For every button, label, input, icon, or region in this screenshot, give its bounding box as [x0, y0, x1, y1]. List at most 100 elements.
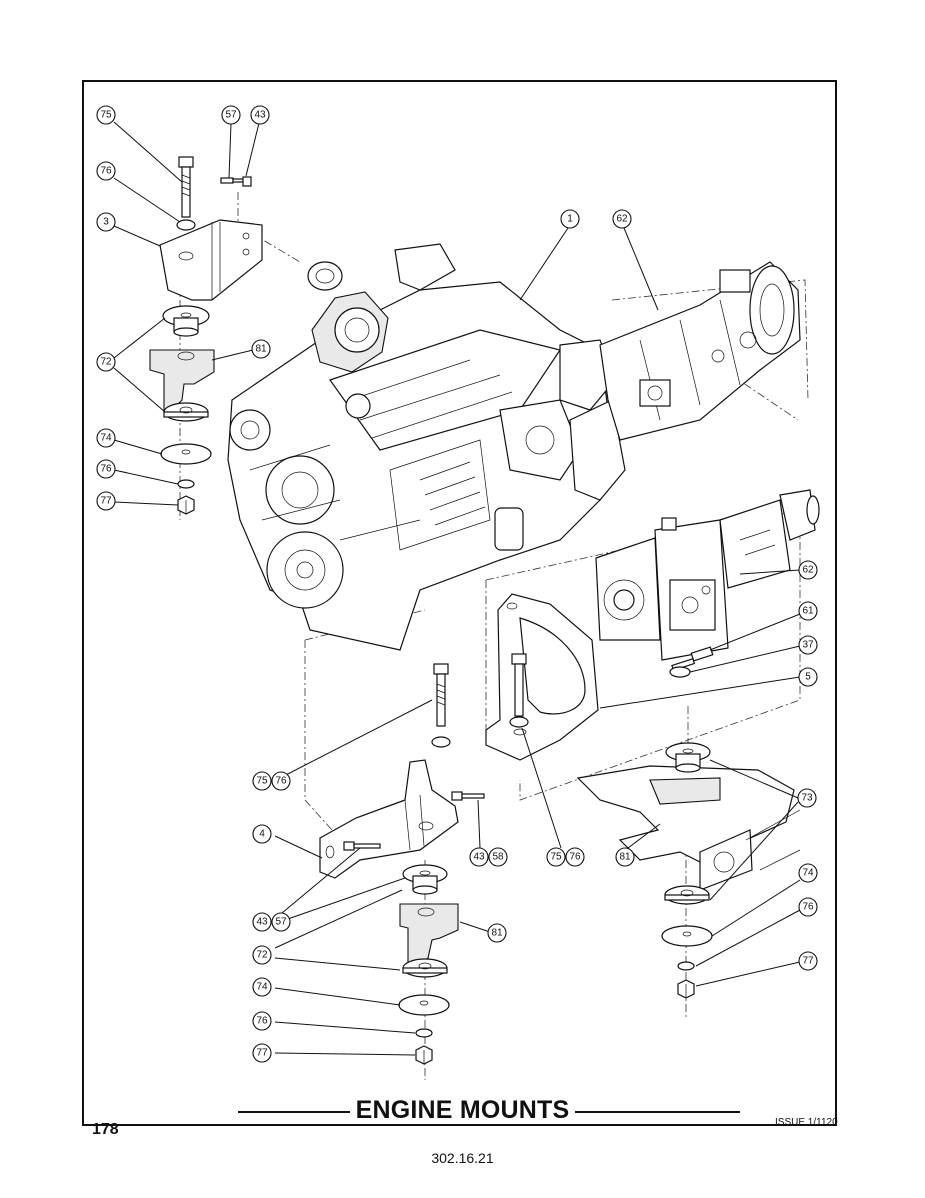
mount-bolt [433, 663, 449, 727]
bracket-bolt [343, 791, 485, 851]
svg-text:72: 72 [256, 950, 268, 961]
callout-1: 1 [560, 209, 580, 229]
svg-text:77: 77 [802, 956, 814, 967]
svg-text:76: 76 [100, 166, 112, 177]
leader-lines [113, 121, 801, 1056]
svg-text:77: 77 [100, 496, 112, 507]
svg-text:57: 57 [225, 110, 237, 121]
svg-text:1: 1 [567, 214, 573, 225]
svg-text:4: 4 [259, 829, 265, 840]
issue-label: ISSUE 1/1120 [775, 1117, 838, 1128]
page-title-text: ENGINE MOUNTS [349, 1096, 576, 1124]
engine-bracket-left [159, 219, 263, 301]
washer [176, 219, 196, 231]
svg-text:58: 58 [492, 852, 504, 863]
left-mount-stack [149, 156, 263, 515]
rubber-mount-upper [665, 742, 711, 773]
rubber-mount-lower [402, 958, 448, 978]
callout-75: 75 [252, 771, 272, 791]
callout-76: 76 [798, 897, 818, 917]
svg-text:75: 75 [100, 110, 112, 121]
engine-bracket-right [319, 759, 459, 879]
hydraulic-pump [595, 489, 820, 661]
washer [415, 1028, 433, 1038]
svg-text:72: 72 [100, 357, 112, 368]
callout-43: 43 [252, 912, 272, 932]
svg-text:81: 81 [255, 344, 267, 355]
svg-text:62: 62 [802, 565, 814, 576]
washer [677, 961, 695, 971]
callout-74: 74 [798, 863, 818, 883]
rubber-mount-lower [664, 885, 710, 905]
svg-text:43: 43 [254, 110, 266, 121]
callout-58: 58 [488, 847, 508, 867]
chassis-frame [576, 765, 801, 891]
callout-76: 76 [271, 771, 291, 791]
callout-73: 73 [797, 788, 817, 808]
page-number: 178 [92, 1121, 119, 1138]
page-title: ENGINE MOUNTS [0, 1096, 925, 1125]
callout-75: 75 [96, 105, 116, 125]
callout-43: 43 [250, 105, 270, 125]
callout-72: 72 [252, 945, 272, 965]
svg-text:76: 76 [100, 464, 112, 475]
support-bracket [399, 903, 459, 967]
callout-81: 81 [251, 339, 271, 359]
callout-81: 81 [487, 923, 507, 943]
svg-text:76: 76 [256, 1016, 268, 1027]
washer [177, 479, 195, 489]
nut [177, 495, 195, 515]
rubber-mount-lower [163, 402, 209, 422]
callout-62: 62 [612, 209, 632, 229]
rubber-mount-upper [402, 864, 448, 895]
svg-text:75: 75 [550, 852, 562, 863]
callout-76: 76 [565, 847, 585, 867]
lower-right-mount-stack [661, 742, 713, 999]
hydrostatic-transmission [599, 261, 801, 441]
callout-76: 76 [252, 1011, 272, 1031]
washer [431, 736, 451, 748]
callout-75: 75 [546, 847, 566, 867]
svg-text:62: 62 [616, 214, 628, 225]
callout-72: 72 [96, 352, 116, 372]
svg-text:76: 76 [569, 852, 581, 863]
svg-text:77: 77 [256, 1048, 268, 1059]
callout-62: 62 [798, 560, 818, 580]
callout-57: 57 [271, 912, 291, 932]
svg-text:3: 3 [103, 217, 109, 228]
nut [415, 1045, 433, 1065]
callout-77: 77 [798, 951, 818, 971]
drawing-frame [82, 80, 837, 1126]
svg-text:57: 57 [275, 917, 287, 928]
callout-76: 76 [96, 459, 116, 479]
callout-4: 4 [252, 824, 272, 844]
plate-bolt [509, 653, 529, 728]
callout-81: 81 [615, 847, 635, 867]
mount-bolt [178, 156, 194, 218]
svg-text:61: 61 [802, 606, 814, 617]
svg-text:76: 76 [802, 902, 814, 913]
callout-3: 3 [96, 212, 116, 232]
support-bracket [149, 349, 215, 413]
svg-text:74: 74 [100, 433, 112, 444]
svg-text:74: 74 [256, 982, 268, 993]
svg-text:43: 43 [256, 917, 268, 928]
callout-43: 43 [469, 847, 489, 867]
rear-mount-plate [485, 593, 599, 761]
bracket-bolt [220, 176, 252, 187]
callout-57: 57 [221, 105, 241, 125]
engine-assembly [227, 243, 626, 651]
nut [677, 979, 695, 999]
callout-5: 5 [798, 667, 818, 687]
spacer [669, 666, 691, 678]
svg-text:81: 81 [491, 928, 503, 939]
svg-text:43: 43 [473, 852, 485, 863]
callout-74: 74 [252, 977, 272, 997]
callout-61: 61 [798, 601, 818, 621]
callout-77: 77 [252, 1043, 272, 1063]
svg-text:75: 75 [256, 776, 268, 787]
svg-text:37: 37 [802, 640, 814, 651]
rubber-mount-upper [162, 305, 210, 337]
callout-37: 37 [798, 635, 818, 655]
